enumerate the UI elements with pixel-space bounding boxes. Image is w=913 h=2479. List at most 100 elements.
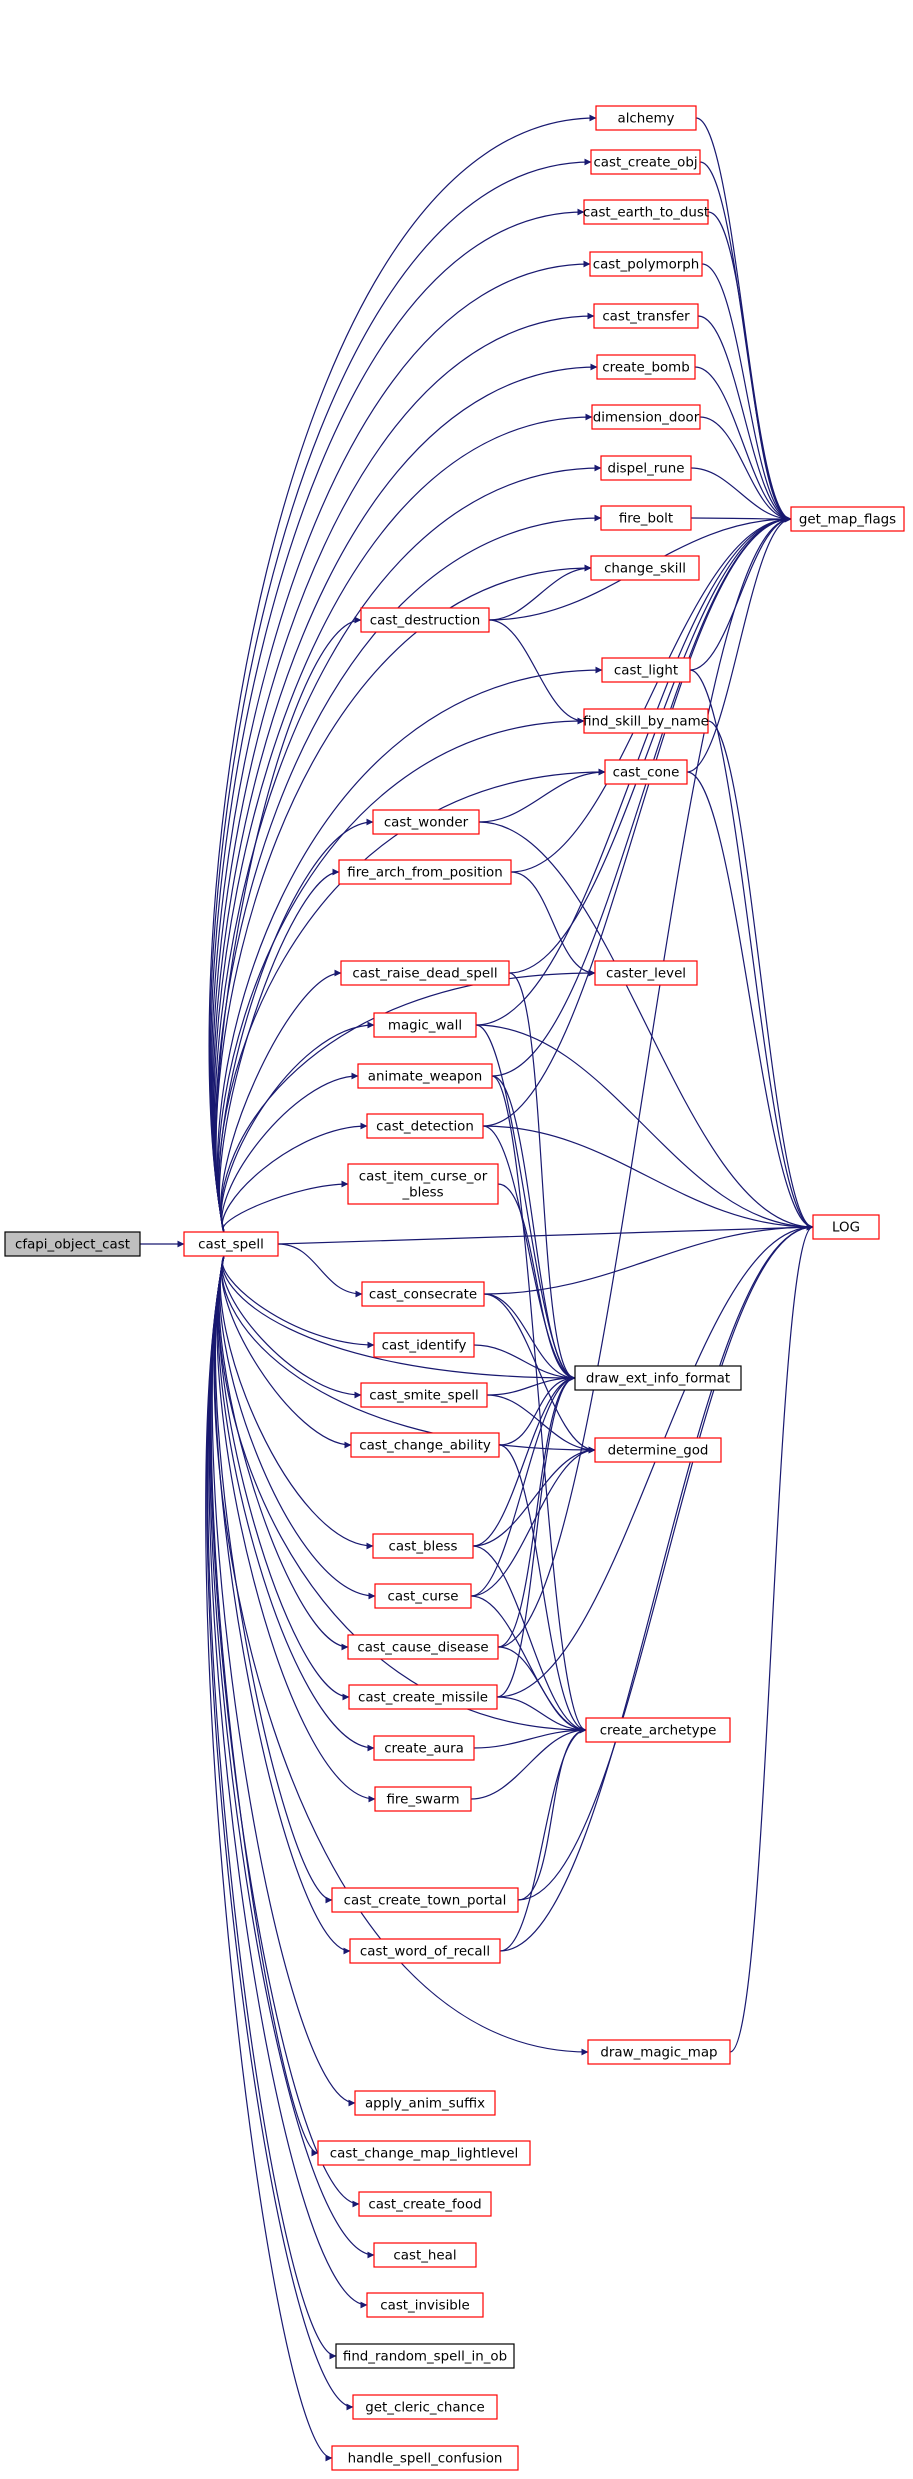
node-create-archetype[interactable]: create_archetype (585, 1717, 731, 1743)
node-cast-curse[interactable]: cast_curse (374, 1583, 472, 1609)
node-box (594, 960, 698, 986)
edge-cast-detection-to-log (482, 1125, 814, 1231)
edge-cast-create-missile-to-draw-ext-info-format (496, 1374, 576, 1698)
edge-cast-identify-to-draw-ext-info-format (473, 1344, 576, 1382)
node-cast-consecrate[interactable]: cast_consecrate (361, 1281, 485, 1307)
node-cast-wonder[interactable]: cast_wonder (372, 809, 480, 835)
edge-cast-spell-to-cast-raise-dead-spell (220, 969, 342, 1233)
edge-cast-create-town-portal-to-create-archetype (517, 1726, 587, 1901)
node-label: change_skill (604, 562, 686, 577)
edge-cast-earth-to-dust-to-get-map-flags (707, 211, 792, 523)
edge-create-aura-to-create-archetype (473, 1726, 587, 1749)
node-cast-change-ability[interactable]: cast_change_ability (350, 1432, 500, 1458)
node-alchemy[interactable]: alchemy (595, 105, 697, 131)
node-cast-create-town-portal[interactable]: cast_create_town_portal (331, 1887, 519, 1913)
node-dispel-rune[interactable]: dispel_rune (600, 455, 692, 481)
node-animate-weapon[interactable]: animate_weapon (357, 1063, 493, 1089)
node-fire-swarm[interactable]: fire_swarm (374, 1786, 472, 1812)
node-label: dimension_door (593, 411, 700, 426)
node-cast-create-missile[interactable]: cast_create_missile (348, 1684, 498, 1710)
node-fire-bolt[interactable]: fire_bolt (600, 505, 692, 531)
node-get-cleric-chance[interactable]: get_cleric_chance (352, 2394, 498, 2420)
edge-cast-word-of-recall-to-log (499, 1223, 814, 1952)
node-label: cast_change_map_lightlevel (330, 2147, 518, 2162)
node-dimension-door[interactable]: dimension_door (591, 404, 701, 430)
node-cast-cone[interactable]: cast_cone (604, 759, 688, 785)
node-box (350, 1432, 500, 1458)
node-label: determine_god (608, 1444, 709, 1459)
node-box (593, 303, 699, 329)
node-label: fire_swarm (386, 1793, 459, 1808)
node-label: handle_spell_confusion (348, 2452, 503, 2467)
node-create-bomb[interactable]: create_bomb (596, 354, 696, 380)
node-log[interactable]: LOG (812, 1214, 880, 1240)
node-label: cast_detection (376, 1120, 474, 1135)
node-box (366, 2292, 484, 2318)
node-cast-earth-to-dust[interactable]: cast_earth_to_dust (583, 199, 709, 225)
node-cast-bless[interactable]: cast_bless (372, 1533, 474, 1559)
edge-animate-weapon-to-get-map-flags (491, 515, 792, 1077)
node-cast-light[interactable]: cast_light (601, 657, 691, 683)
edge-cast-consecrate-to-log (483, 1223, 814, 1295)
node-box (583, 199, 709, 225)
node-cast-change-map-lightlevel[interactable]: cast_change_map_lightlevel (317, 2140, 531, 2166)
node-draw-ext-info-format[interactable]: draw_ext_info_format (574, 1365, 742, 1391)
node-cast-cause-disease[interactable]: cast_cause_disease (347, 1634, 499, 1660)
node-cast-polymorph[interactable]: cast_polymorph (589, 251, 703, 277)
node-cast-create-food[interactable]: cast_create_food (358, 2191, 492, 2217)
node-cast-smite-spell[interactable]: cast_smite_spell (360, 1382, 488, 1408)
node-cast-heal[interactable]: cast_heal (373, 2242, 477, 2268)
edge-cast-wonder-to-cast-cone (478, 768, 606, 823)
node-label: cast_consecrate (369, 1288, 477, 1303)
node-label: cast_create_town_portal (344, 1894, 507, 1909)
node-label: cast_word_of_recall (360, 1945, 490, 1960)
edge-cast-spell-to-handle-spell-confusion (205, 1255, 333, 2462)
edge-cast-curse-to-determine-god (470, 1446, 596, 1597)
node-cast-item-curse-or-bless[interactable]: cast_item_curse_or_bless (347, 1163, 499, 1205)
node-box (790, 506, 905, 532)
edge-fire-arch-from-position-to-caster-level (510, 871, 596, 977)
edge-cast-spell-to-cast-create-town-portal (214, 1255, 333, 1904)
node-box (349, 1938, 501, 1964)
node-box (587, 2039, 731, 2065)
edge-create-bomb-to-get-map-flags (694, 366, 792, 523)
node-cast-create-obj[interactable]: cast_create_obj (590, 149, 701, 175)
node-box (340, 960, 510, 986)
node-change-skill[interactable]: change_skill (590, 555, 700, 581)
node-magic-wall[interactable]: magic_wall (373, 1012, 477, 1038)
node-get-map-flags[interactable]: get_map_flags (790, 506, 905, 532)
edge-animate-weapon-to-create-archetype (491, 1075, 587, 1734)
node-caster-level[interactable]: caster_level (594, 960, 698, 986)
edge-cast-spell-to-cast-create-missile (217, 1255, 350, 1701)
node-find-random-spell-in-ob[interactable]: find_random_spell_in_ob (335, 2343, 515, 2369)
node-determine-god[interactable]: determine_god (594, 1437, 722, 1463)
node-cast-raise-dead-spell[interactable]: cast_raise_dead_spell (340, 960, 510, 986)
edge-cast-detection-to-draw-ext-info-format (482, 1125, 576, 1382)
node-find-skill-by-name[interactable]: find_skill_by_name (583, 708, 709, 734)
node-cast-detection[interactable]: cast_detection (366, 1113, 484, 1139)
edge-cast-spell-to-cast-earth-to-dust (209, 208, 585, 1233)
edge-cast-spell-to-cast-identify (221, 1255, 375, 1349)
edge-cast-cone-to-get-map-flags (686, 515, 792, 773)
node-cfapi-object-cast[interactable]: cfapi_object_cast (4, 1231, 141, 1257)
edge-cast-bless-to-determine-god (472, 1446, 596, 1547)
node-box (366, 1113, 484, 1139)
node-draw-magic-map[interactable]: draw_magic_map (587, 2039, 731, 2065)
node-box (596, 354, 696, 380)
node-fire-arch-from-position[interactable]: fire_arch_from_position (338, 859, 512, 885)
node-cast-word-of-recall[interactable]: cast_word_of_recall (349, 1938, 501, 1964)
node-cast-transfer[interactable]: cast_transfer (593, 303, 699, 329)
node-apply-anim-suffix[interactable]: apply_anim_suffix (354, 2090, 496, 2116)
node-cast-spell[interactable]: cast_spell (183, 1231, 279, 1257)
node-create-aura[interactable]: create_aura (373, 1735, 475, 1761)
node-cast-destruction[interactable]: cast_destruction (360, 607, 490, 633)
node-box (360, 607, 490, 633)
node-label: cast_spell (198, 1238, 264, 1253)
edge-cast-spell-to-cast-change-ability (221, 1255, 352, 1449)
node-cast-identify[interactable]: cast_identify (373, 1332, 475, 1358)
edge-cast-cause-disease-to-create-archetype (497, 1646, 587, 1734)
node-handle-spell-confusion[interactable]: handle_spell_confusion (331, 2445, 519, 2471)
node-cast-invisible[interactable]: cast_invisible (366, 2292, 484, 2318)
edge-cast-spell-to-cast-detection (221, 1122, 368, 1233)
